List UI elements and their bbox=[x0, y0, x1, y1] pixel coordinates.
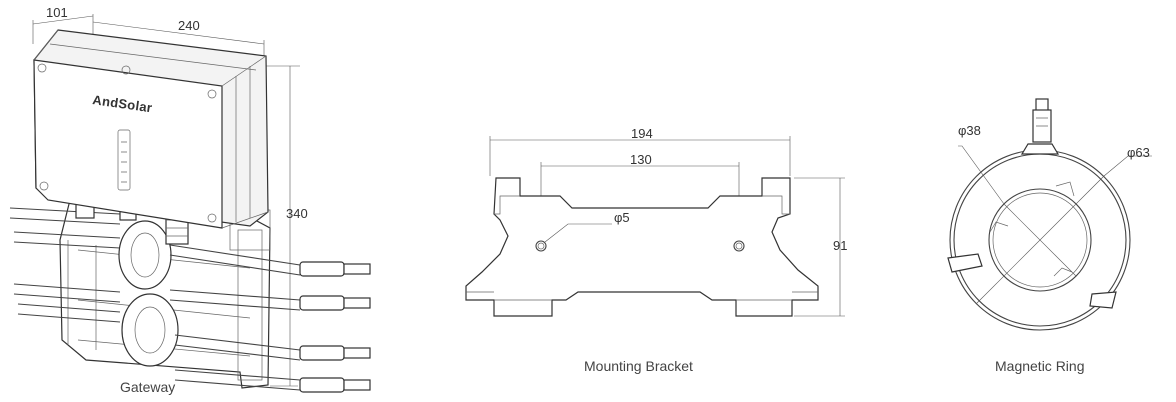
gateway-caption: Gateway bbox=[120, 379, 175, 395]
bracket-hole-dia-label: φ5 bbox=[614, 210, 630, 225]
ring-inner-dia-label: φ38 bbox=[958, 123, 981, 138]
gateway-drawing: 101 240 340 bbox=[9, 5, 371, 395]
bracket-height-label: 91 bbox=[833, 238, 847, 253]
gateway-mounting-frame bbox=[59, 199, 271, 389]
bracket-hole-spacing-label: 130 bbox=[630, 152, 652, 167]
gateway-ferrite-rings bbox=[118, 220, 179, 367]
gateway-depth-dimension: 101 bbox=[32, 5, 94, 44]
ring-caption: Magnetic Ring bbox=[995, 358, 1085, 374]
bracket-outline bbox=[465, 177, 819, 317]
bracket-height-dimension: 91 bbox=[794, 177, 847, 317]
ring-body bbox=[947, 143, 1131, 331]
gateway-depth-label: 101 bbox=[46, 5, 68, 20]
ring-outer-dia-label: φ63 bbox=[1127, 145, 1150, 160]
bracket-outer-width-label: 194 bbox=[631, 126, 653, 141]
gateway-mc4-connectors bbox=[299, 261, 371, 393]
gateway-enclosure: AndSolar bbox=[33, 29, 269, 229]
mounting-bracket-drawing: 194 130 91 φ5 Moun bbox=[465, 126, 847, 374]
bracket-outer-width-dimension: 194 bbox=[489, 126, 791, 176]
bracket-caption: Mounting Bracket bbox=[584, 358, 693, 374]
magnetic-ring-drawing: φ38 φ63 Magnetic Ring bbox=[947, 98, 1152, 374]
gateway-cables-right bbox=[169, 244, 301, 391]
gateway-cables-left bbox=[9, 207, 121, 323]
bracket-mounting-holes bbox=[535, 223, 745, 252]
gateway-width-label: 240 bbox=[178, 18, 200, 33]
gateway-height-dimension: 340 bbox=[266, 65, 308, 387]
gateway-height-label: 340 bbox=[286, 206, 308, 221]
ring-outer-dia-dimension bbox=[975, 155, 1152, 305]
ring-connector-plug bbox=[1032, 98, 1052, 143]
